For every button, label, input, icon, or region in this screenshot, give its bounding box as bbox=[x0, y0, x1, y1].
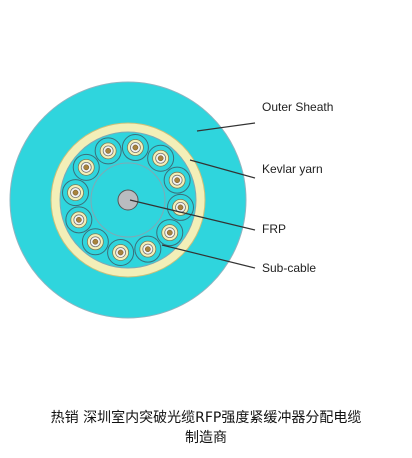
kevlar-yarn-leader-line bbox=[189, 159, 256, 179]
sub-cable bbox=[62, 179, 90, 207]
sub-cable bbox=[147, 144, 175, 172]
caption-line-1: 热销 深圳室内突破光缆RFP强度紧缓冲器分配电缆 bbox=[50, 410, 362, 426]
sub-cable-group bbox=[62, 134, 194, 266]
sub-cable bbox=[166, 193, 194, 221]
caption: 热销 深圳室内突破光缆RFP强度紧缓冲器分配电缆 制造商 bbox=[0, 408, 412, 448]
sub-cable-label: Sub-cable bbox=[262, 261, 316, 275]
frp-strength-member bbox=[117, 189, 139, 211]
sub-cable bbox=[107, 238, 135, 266]
outer-sheath-label: Outer Sheath bbox=[262, 100, 333, 114]
sub-cable bbox=[134, 235, 162, 263]
sub-cable bbox=[121, 134, 149, 162]
cable-cross-section-diagram: Outer Sheath Kevlar yarn FRP Sub-cable bbox=[9, 81, 333, 319]
sub-cable bbox=[81, 228, 109, 256]
outer-sheath-leader-line bbox=[196, 122, 256, 132]
caption-line-2: 制造商 bbox=[185, 430, 227, 446]
frp-label: FRP bbox=[262, 222, 286, 236]
kevlar-yarn-label: Kevlar yarn bbox=[262, 162, 323, 176]
sub-cable bbox=[156, 219, 184, 247]
sub-cable bbox=[94, 137, 122, 165]
sub-cable-leader-line bbox=[161, 244, 256, 269]
frp-leader-line bbox=[129, 199, 256, 231]
sub-cable bbox=[72, 153, 100, 181]
sub-cable bbox=[65, 206, 93, 234]
sub-cable bbox=[163, 166, 191, 194]
